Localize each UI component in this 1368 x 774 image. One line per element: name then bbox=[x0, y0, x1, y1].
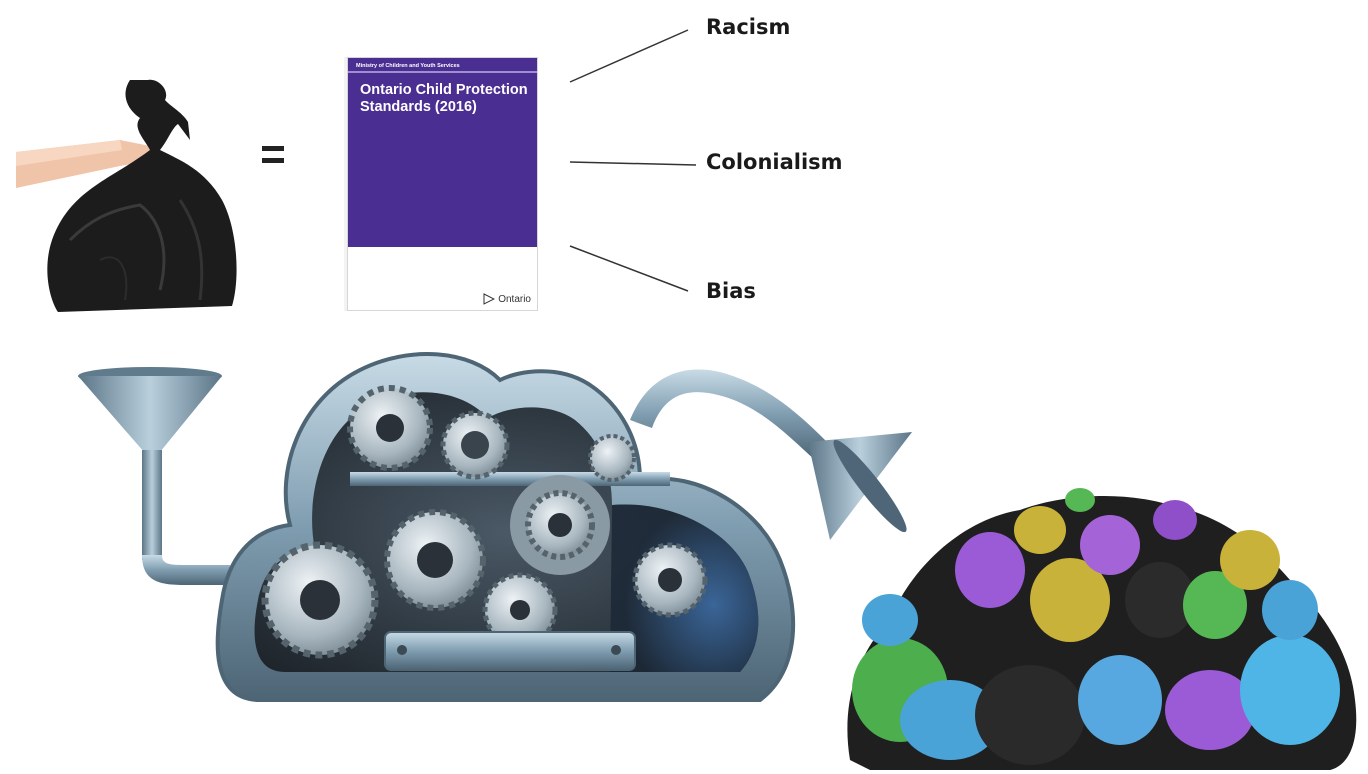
label-bias: Bias bbox=[706, 279, 756, 303]
gear-cloud-machine-icon bbox=[215, 352, 796, 702]
label-racism: Racism bbox=[706, 15, 791, 39]
label-colonialism: Colonialism bbox=[706, 150, 843, 174]
standards-document-cover: Ministry of Children and Youth Services … bbox=[347, 57, 538, 311]
garbage-pile-icon bbox=[847, 488, 1357, 770]
equals-icon bbox=[262, 146, 284, 164]
document-title: Ontario Child Protection Standards (2016… bbox=[360, 82, 528, 115]
cover-strip bbox=[348, 71, 537, 73]
ontario-brand: Ontario bbox=[498, 294, 531, 305]
funnel-icon bbox=[78, 367, 230, 585]
ontario-trillium-icon bbox=[483, 293, 495, 305]
ministry-name: Ministry of Children and Youth Services bbox=[356, 63, 460, 69]
colonialism-connector bbox=[569, 161, 697, 166]
garbage-bag-icon bbox=[16, 79, 237, 312]
racism-connector bbox=[569, 29, 689, 83]
cover-purple-panel: Ministry of Children and Youth Services … bbox=[348, 58, 537, 247]
bias-connector bbox=[569, 245, 689, 292]
output-funnel-icon bbox=[630, 369, 912, 540]
